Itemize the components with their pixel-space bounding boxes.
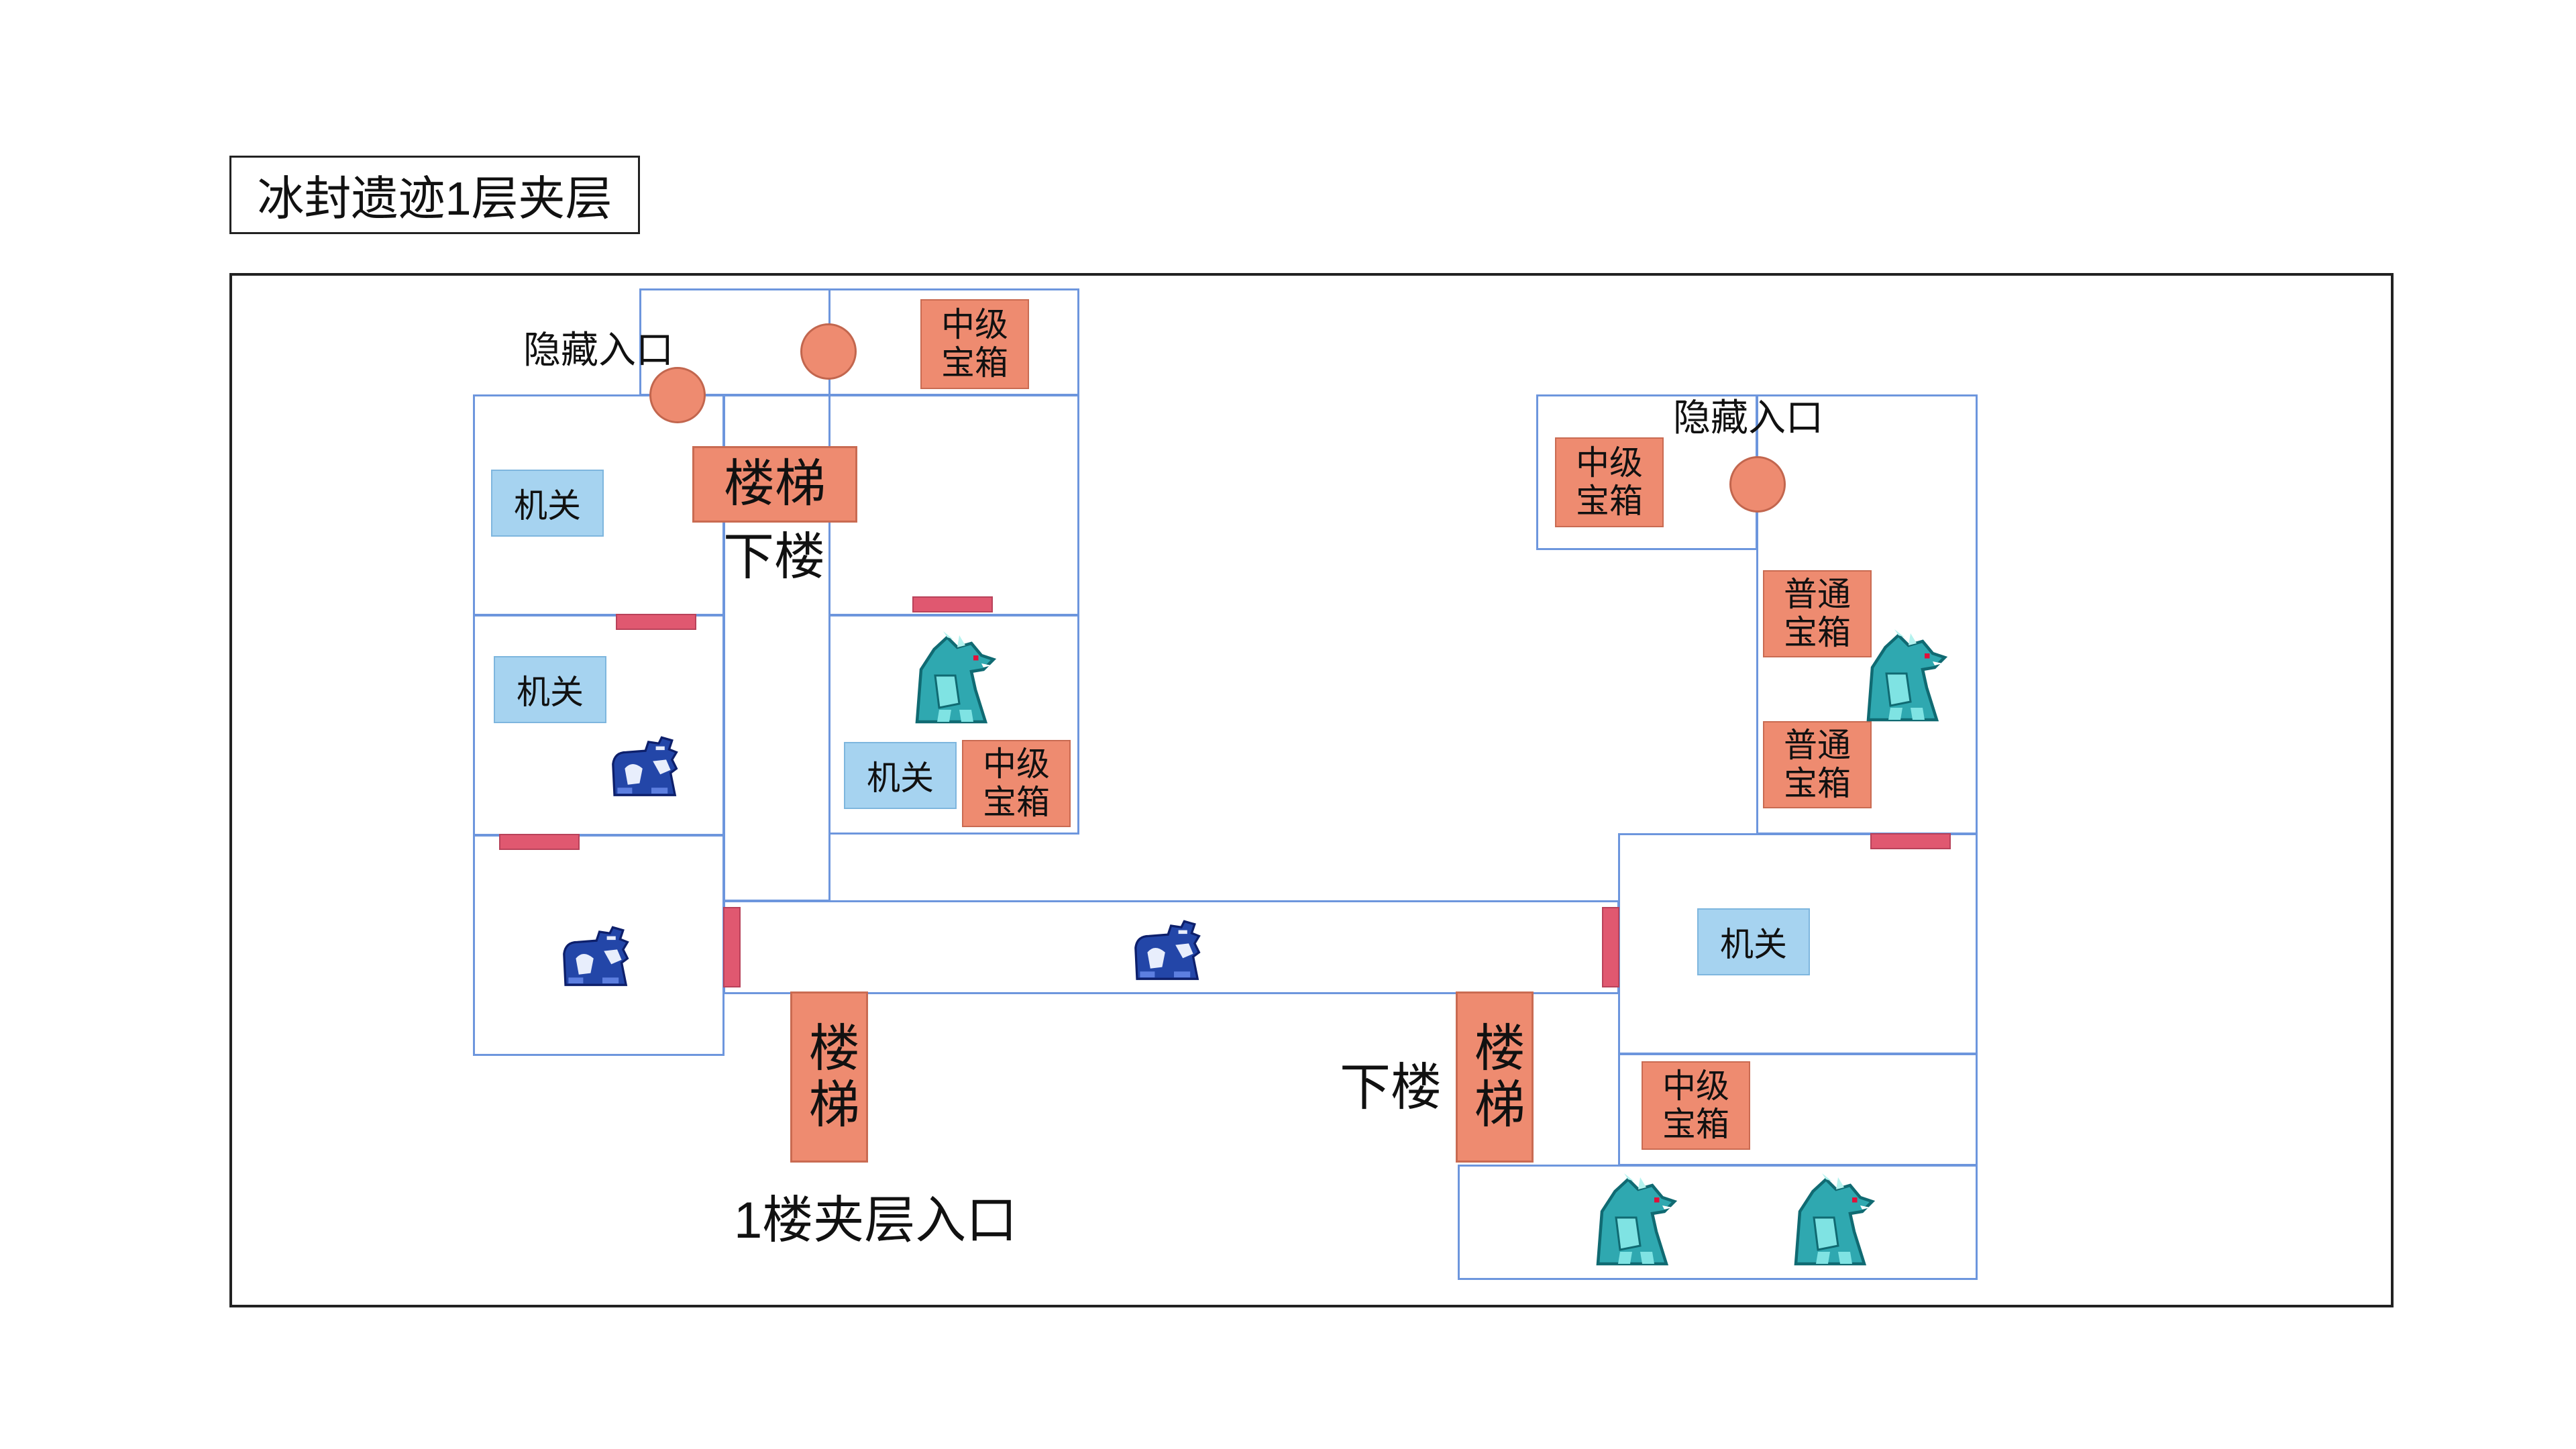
door-marker xyxy=(616,614,696,630)
map-title-text: 冰封遗迹1层夹层 xyxy=(257,172,612,225)
ice-dragon-icon[interactable] xyxy=(899,629,1000,730)
ice-beast-icon[interactable] xyxy=(558,917,632,991)
floor1-entrance-label: 1楼夹层入口 xyxy=(734,1192,1018,1249)
door-marker xyxy=(912,596,993,612)
hidden-entrance-label: 隐藏入口 xyxy=(1673,396,1823,439)
stairs-right-bottom[interactable]: 楼梯 xyxy=(1456,991,1534,1163)
door-marker xyxy=(499,834,580,850)
ice-dragon-icon[interactable] xyxy=(1778,1171,1878,1272)
go-down-label: 下楼 xyxy=(1340,1059,1442,1116)
stairs-label: 楼梯 xyxy=(724,455,826,513)
mid-chest[interactable]: 中级 宝箱 xyxy=(920,299,1029,389)
stairs-left-bottom[interactable]: 楼梯 xyxy=(790,991,868,1163)
switch[interactable]: 机关 xyxy=(491,470,604,537)
room-left-b xyxy=(473,614,724,836)
mid-chest[interactable]: 中级 宝箱 xyxy=(962,740,1071,827)
room-left-c xyxy=(828,394,1079,616)
ice-dragon-icon[interactable] xyxy=(1580,1171,1680,1272)
hidden-portal-icon[interactable] xyxy=(1729,456,1786,513)
switch-label: 机关 xyxy=(517,674,584,711)
door-marker xyxy=(723,907,741,987)
switch[interactable]: 机关 xyxy=(494,656,606,723)
chest-label: 普通 宝箱 xyxy=(1784,575,1851,652)
chest-label: 中级 宝箱 xyxy=(983,745,1050,822)
stairs-label: 楼梯 xyxy=(1466,1020,1523,1134)
switch[interactable]: 机关 xyxy=(1697,908,1810,975)
ice-beast-icon[interactable] xyxy=(1130,911,1203,985)
mid-chest[interactable]: 中级 宝箱 xyxy=(1642,1061,1750,1150)
hidden-entrance-label: 隐藏入口 xyxy=(523,329,674,371)
normal-chest[interactable]: 普通 宝箱 xyxy=(1763,721,1872,808)
chest-label: 中级 宝箱 xyxy=(1662,1067,1729,1144)
door-marker xyxy=(1602,907,1619,987)
go-down-label: 下楼 xyxy=(723,529,825,586)
ice-dragon-icon[interactable] xyxy=(1850,627,1951,728)
switch-label: 机关 xyxy=(514,487,581,525)
chest-label: 普通 宝箱 xyxy=(1784,726,1851,803)
switch-label: 机关 xyxy=(1720,926,1787,963)
hidden-portal-icon[interactable] xyxy=(800,323,857,380)
door-marker xyxy=(1870,833,1951,849)
chest-label: 中级 宝箱 xyxy=(941,305,1008,382)
chest-label: 中级 宝箱 xyxy=(1576,443,1643,521)
room-right-bottom xyxy=(1458,1165,1978,1280)
stairs-label: 楼梯 xyxy=(800,1020,858,1134)
switch[interactable]: 机关 xyxy=(844,742,957,809)
normal-chest[interactable]: 普通 宝箱 xyxy=(1763,570,1872,657)
mid-chest[interactable]: 中级 宝箱 xyxy=(1555,437,1664,527)
map-title: 冰封遗迹1层夹层 xyxy=(229,156,640,234)
ice-beast-icon[interactable] xyxy=(607,727,681,801)
stairs-top[interactable]: 楼梯 xyxy=(692,446,857,523)
hidden-portal-icon[interactable] xyxy=(649,367,706,423)
switch-label: 机关 xyxy=(867,759,934,797)
